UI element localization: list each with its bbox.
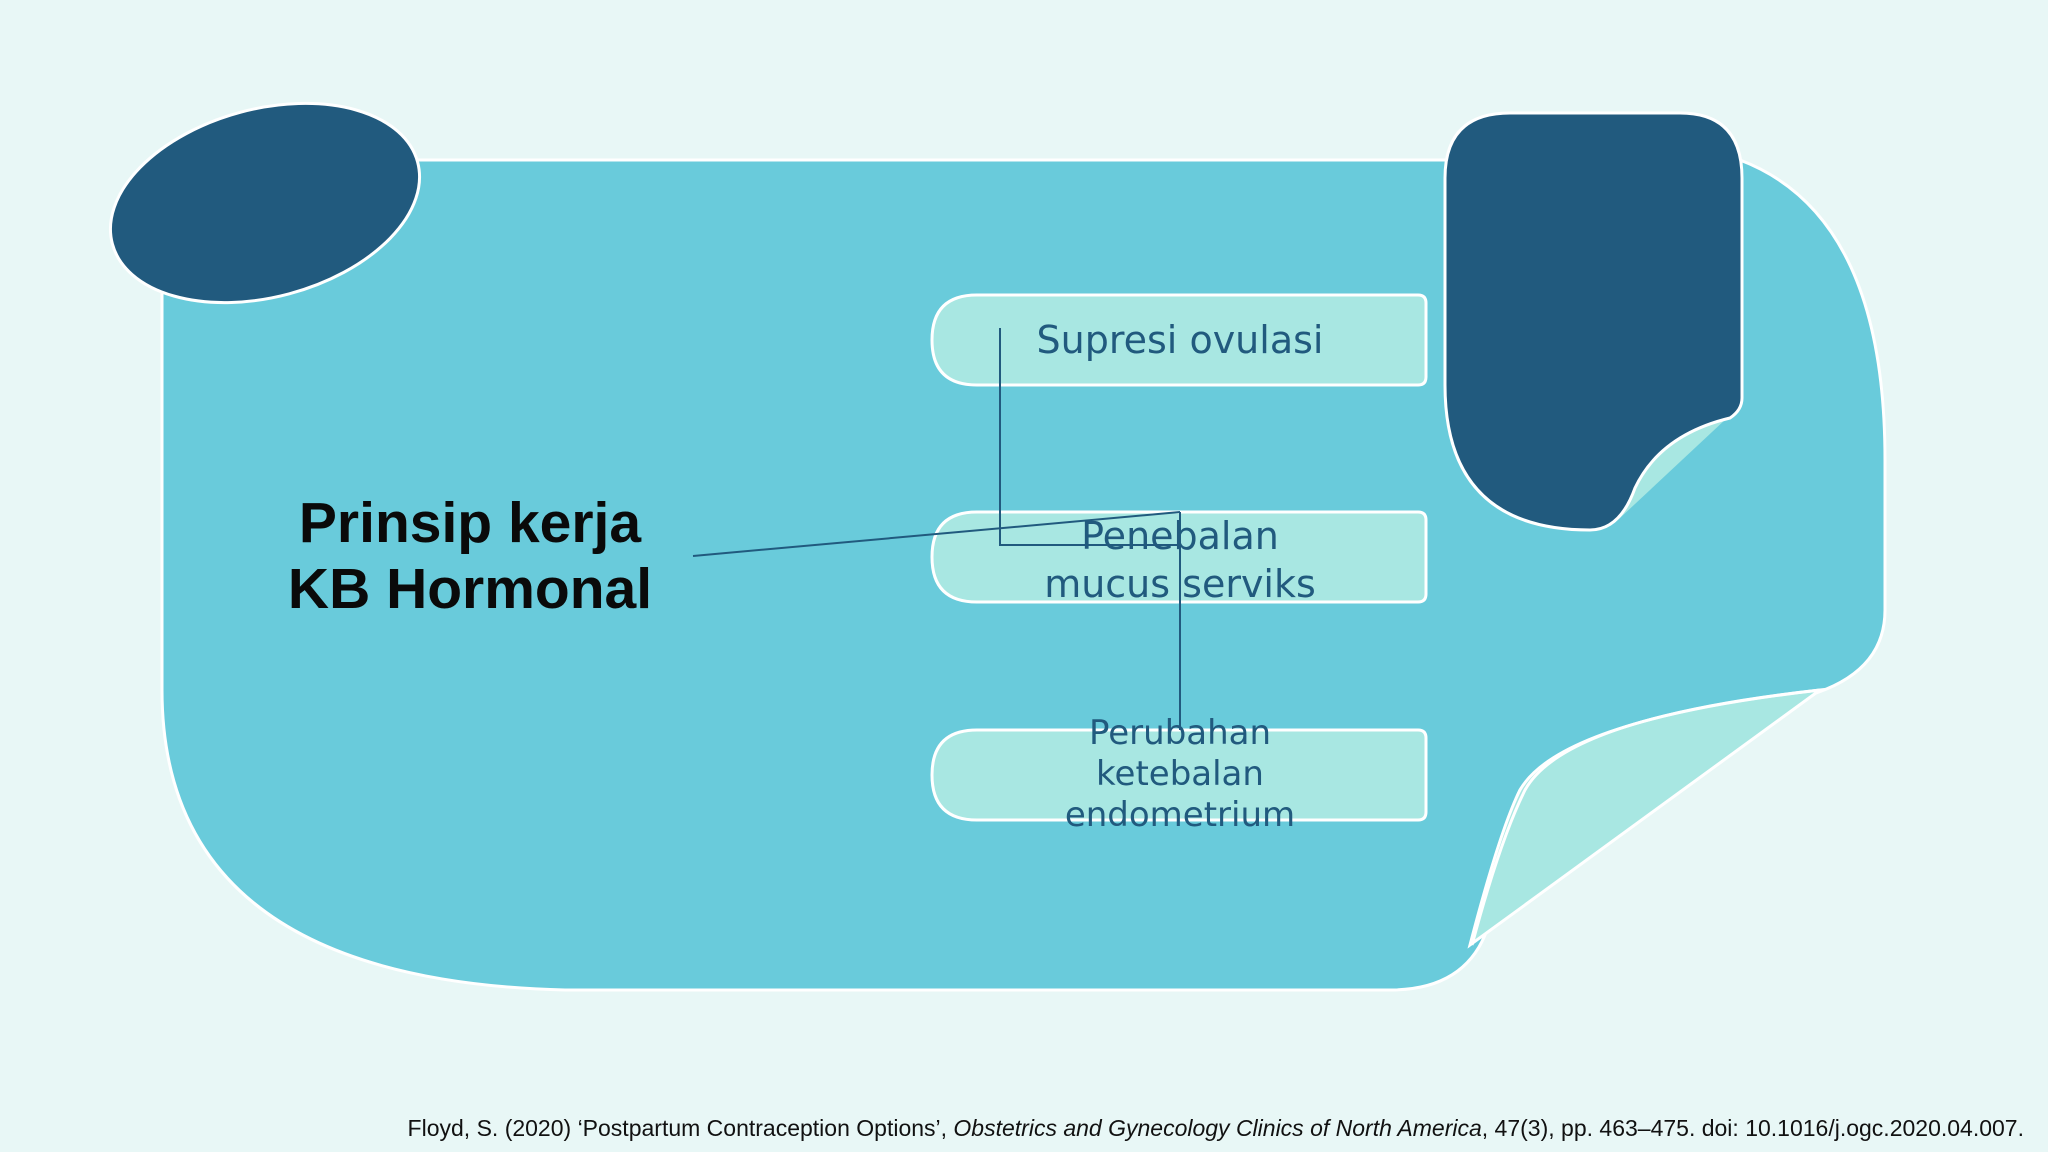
citation: Floyd, S. (2020) ‘Postpartum Contracepti… xyxy=(408,1113,2024,1143)
box-label-line: Supresi ovulasi xyxy=(1036,318,1324,362)
box-label-line: Perubahan xyxy=(1088,713,1272,753)
box-label-line: mucus serviks xyxy=(1044,562,1316,606)
title-line-1: Prinsip kerja xyxy=(298,491,642,555)
title-line-2: KB Hormonal xyxy=(287,557,653,621)
box-label-line: endometrium xyxy=(1064,795,1296,835)
citation-prefix: Floyd, S. (2020) ‘Postpartum Contracepti… xyxy=(407,1115,948,1141)
citation-suffix: , 47(3), pp. 463–475. doi: 10.1016/j.ogc… xyxy=(1481,1115,2024,1141)
bottom-fold-curve xyxy=(1470,688,1821,946)
box-perubahan-endometrium xyxy=(930,728,1428,822)
box-label-perubahan-endometrium: Perubahan ketebalan endometrium xyxy=(930,713,1430,836)
box-label-supresi-ovulasi: Supresi ovulasi xyxy=(930,316,1430,364)
citation-journal: Obstetrics and Gynecology Clinics of Nor… xyxy=(953,1115,1482,1141)
box-label-line: ketebalan xyxy=(1096,754,1264,794)
box-supresi-ovulasi xyxy=(930,293,1428,387)
connector-lines xyxy=(692,328,1181,730)
dark-note-shape xyxy=(1443,111,1744,532)
diagram-title: Prinsip kerja KB Hormonal xyxy=(220,490,720,622)
dark-ellipse-shape xyxy=(108,101,422,305)
box-label-penebalan-mucus: Penebalan mucus serviks xyxy=(930,512,1430,608)
box-label-line: Penebalan xyxy=(1081,514,1279,558)
